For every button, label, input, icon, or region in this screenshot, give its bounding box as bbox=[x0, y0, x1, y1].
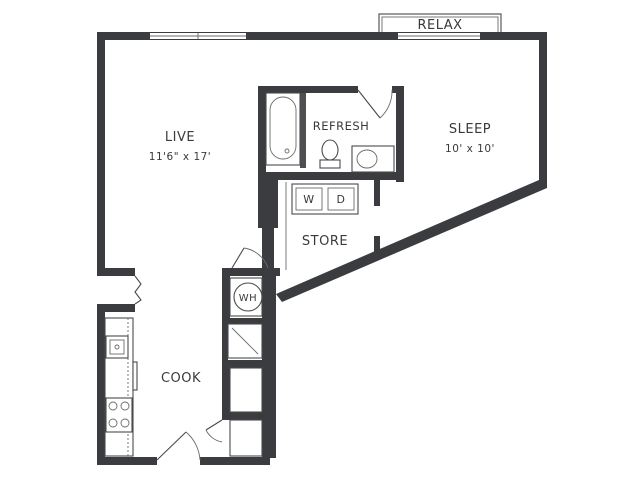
doors bbox=[134, 89, 393, 461]
water-heater-icon bbox=[233, 282, 263, 312]
bathroom-fixtures bbox=[265, 92, 395, 173]
interior-walls bbox=[97, 86, 404, 458]
room-label-relax: RELAX bbox=[417, 18, 462, 33]
toilet-icon bbox=[319, 139, 341, 169]
dryer-icon bbox=[327, 187, 355, 211]
washer-icon bbox=[295, 187, 323, 211]
dishwasher-icon bbox=[132, 361, 138, 391]
water-heater bbox=[229, 277, 263, 317]
room-label-live: LIVE bbox=[165, 130, 195, 145]
room-label-sleep: SLEEP bbox=[449, 122, 491, 137]
bathtub-icon bbox=[269, 96, 297, 160]
room-dimensions-sleep: 10' x 10' bbox=[445, 143, 495, 155]
laundry bbox=[285, 182, 359, 270]
water-heater-label: WH bbox=[239, 293, 257, 304]
washer-label: W bbox=[303, 193, 314, 206]
pantry bbox=[227, 323, 263, 457]
windows bbox=[150, 33, 480, 39]
kitchen-counter bbox=[104, 317, 138, 457]
room-label-store: STORE bbox=[302, 234, 348, 249]
exterior-walls bbox=[97, 32, 547, 465]
room-dimensions-live: 11'6" x 17' bbox=[149, 151, 211, 163]
dryer-label: D bbox=[337, 193, 346, 206]
room-label-refresh: REFRESH bbox=[313, 119, 370, 133]
kitchen-sink-icon bbox=[105, 335, 129, 359]
stove-icon bbox=[105, 397, 133, 433]
room-label-cook: COOK bbox=[161, 371, 201, 386]
sink-icon bbox=[351, 145, 395, 173]
